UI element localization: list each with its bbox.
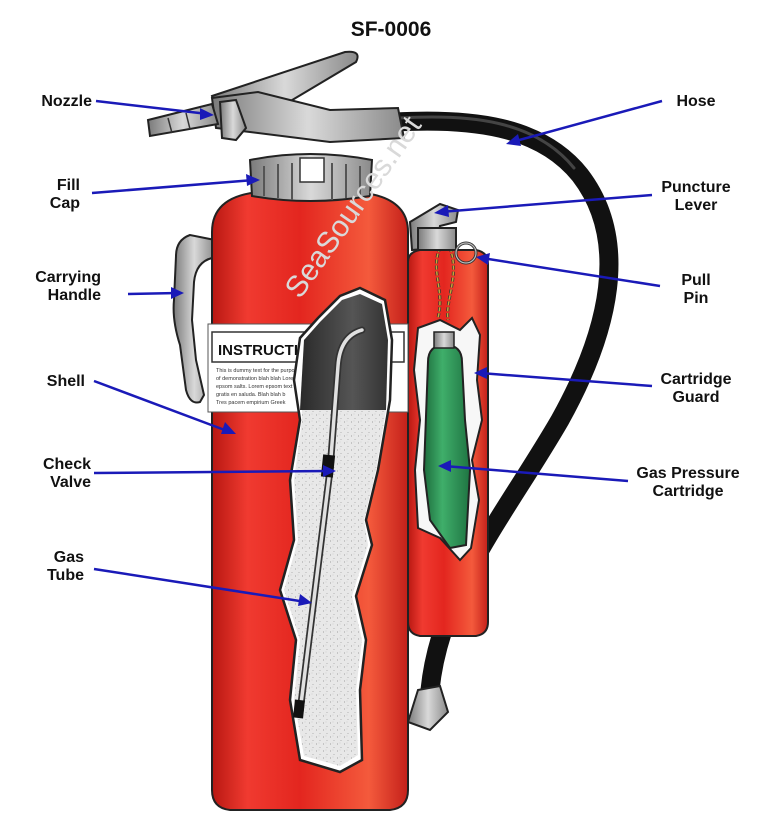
label-check-valve-line1: Check	[43, 456, 91, 473]
label-carrying-handle-line1: Carrying	[35, 269, 101, 286]
label-pull-pin-line1: Pull	[681, 272, 710, 289]
arrow-check-valve	[323, 465, 336, 477]
puncture-head	[417, 227, 457, 251]
arrow-nozzle	[200, 108, 214, 120]
label-check-valve-line2: Valve	[50, 474, 91, 491]
label-gas-tube-line1: Gas	[54, 549, 84, 566]
fill-cap-slot	[299, 157, 325, 183]
leader-puncture-lever	[439, 193, 653, 214]
leader-arrowheads	[171, 108, 521, 606]
chain-link-detail	[435, 247, 455, 321]
leader-hose	[511, 99, 663, 144]
label-cartridge-guard-line2: Guard	[672, 389, 719, 406]
arrow-shell	[221, 422, 236, 434]
instructions-line-1: This is dummy text for the purpose	[216, 368, 300, 374]
leader-shell	[93, 379, 231, 434]
arrow-gas-tube	[298, 594, 312, 606]
label-gas-tube-line2: Tube	[47, 567, 84, 584]
hose-highlight	[398, 115, 576, 170]
label-nozzle: Nozzle	[41, 93, 92, 110]
label-fill-cap-line2: Cap	[50, 195, 80, 212]
label-fill-cap-line1: Fill	[57, 177, 80, 194]
instructions-line-2: of demonstration blah blah Lorem	[216, 376, 298, 382]
leader-lines	[91, 99, 663, 604]
leader-fill-cap	[91, 178, 255, 195]
arrow-gas-pressure-cartridge	[438, 460, 451, 472]
arrow-cartridge-guard	[474, 367, 487, 379]
leader-cartridge-guard	[479, 371, 653, 388]
arrow-pull-pin	[476, 253, 490, 265]
label-gas-pressure-cartridge-line1: Gas Pressure	[636, 465, 739, 482]
label-hose: Hose	[676, 93, 715, 110]
nozzle-trigger-loop	[218, 98, 248, 142]
leader-check-valve	[93, 469, 331, 475]
label-pull-pin-line2: Pin	[684, 290, 709, 307]
arrow-puncture-lever	[434, 205, 449, 217]
label-gas-pressure-cartridge-line2: Cartridge	[652, 483, 723, 500]
cartridge-neck	[433, 331, 455, 349]
leader-carrying-handle	[127, 291, 179, 296]
instructions-line-4: gratis en saluda. Blah blah b	[216, 392, 285, 398]
label-puncture-lever-line2: Lever	[675, 197, 718, 214]
leader-gas-pressure-cartridge	[443, 464, 629, 483]
extinguishing-powder	[284, 410, 386, 766]
hose-elbow-fitting	[406, 684, 450, 732]
label-carrying-handle-line2: Handle	[48, 287, 101, 304]
label-puncture-lever-line1: Puncture	[661, 179, 730, 196]
instructions-line-5: Tres pacem empirium Greek	[216, 400, 286, 406]
arrow-fill-cap	[246, 174, 260, 186]
leader-pull-pin	[481, 256, 661, 288]
label-shell: Shell	[47, 373, 85, 390]
fill-cap-ridges	[263, 163, 361, 200]
gas-pressure-cartridge	[422, 343, 472, 550]
carrying-handle	[172, 233, 217, 404]
arrow-carrying-handle	[171, 287, 184, 299]
label-cartridge-guard-line1: Cartridge	[660, 371, 731, 388]
instructions-line-3: epsom salts. Lorem epsom text	[216, 384, 293, 390]
gas-tube-end	[293, 699, 305, 719]
leader-nozzle	[95, 99, 209, 116]
leader-gas-tube	[93, 567, 307, 604]
arrow-hose	[506, 134, 521, 146]
diagram-title: SF-0006	[351, 18, 432, 41]
